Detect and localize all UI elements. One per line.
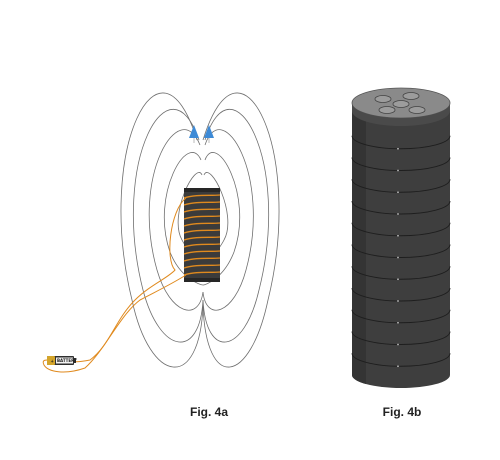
lead-wires (42, 197, 187, 373)
fig-4b-disk-stack: Fig. 4b (351, 87, 451, 419)
magnetic-field-lines (120, 92, 280, 368)
disk-separator (351, 135, 451, 150)
disk-marker (397, 321, 399, 324)
disk-separator (351, 309, 451, 324)
fig-4a-electromagnet: + BATTERY Fig. 4a (42, 92, 280, 419)
fig-4a-caption: Fig. 4a (190, 405, 228, 419)
disk-separator (351, 157, 451, 171)
disk-separator (351, 331, 451, 345)
disk-marker (397, 169, 399, 172)
top-holes (374, 92, 426, 114)
disk-marker (397, 256, 399, 259)
hole (408, 106, 426, 114)
arrow-icon (204, 125, 214, 138)
disk-separators (351, 135, 451, 368)
disk-separator (351, 222, 451, 237)
disk-separator (351, 244, 451, 258)
disk-separator (351, 200, 451, 215)
field-line (202, 92, 280, 368)
disk-marker (397, 278, 399, 281)
battery: + BATTERY (47, 356, 77, 365)
battery-label: BATTERY (57, 358, 77, 363)
disk-separator (351, 287, 451, 302)
disk-marker (397, 213, 399, 215)
field-line (120, 92, 204, 368)
disk-marker (397, 365, 399, 368)
disk-marker (397, 147, 399, 150)
hole (402, 92, 420, 100)
disk-marker (397, 191, 399, 194)
disk-marker (397, 234, 399, 237)
disk-marker (397, 300, 399, 302)
stack-body (352, 111, 450, 388)
field-line (202, 108, 270, 343)
field-arrows (189, 125, 214, 143)
hole (392, 100, 410, 108)
disk-separator (351, 353, 451, 367)
arrow-icon (189, 125, 199, 138)
battery-plus-sign: + (51, 359, 54, 364)
disk-separator (351, 266, 451, 280)
field-line (202, 129, 254, 311)
wire (71, 197, 187, 363)
hole (378, 106, 396, 114)
disk-marker (397, 343, 399, 346)
field-line (132, 108, 204, 343)
coil-windings (183, 194, 221, 276)
hole (374, 95, 392, 103)
fig-4b-caption: Fig. 4b (383, 405, 422, 419)
wire (42, 274, 187, 373)
disk-separator (351, 179, 451, 193)
field-line (148, 129, 204, 311)
